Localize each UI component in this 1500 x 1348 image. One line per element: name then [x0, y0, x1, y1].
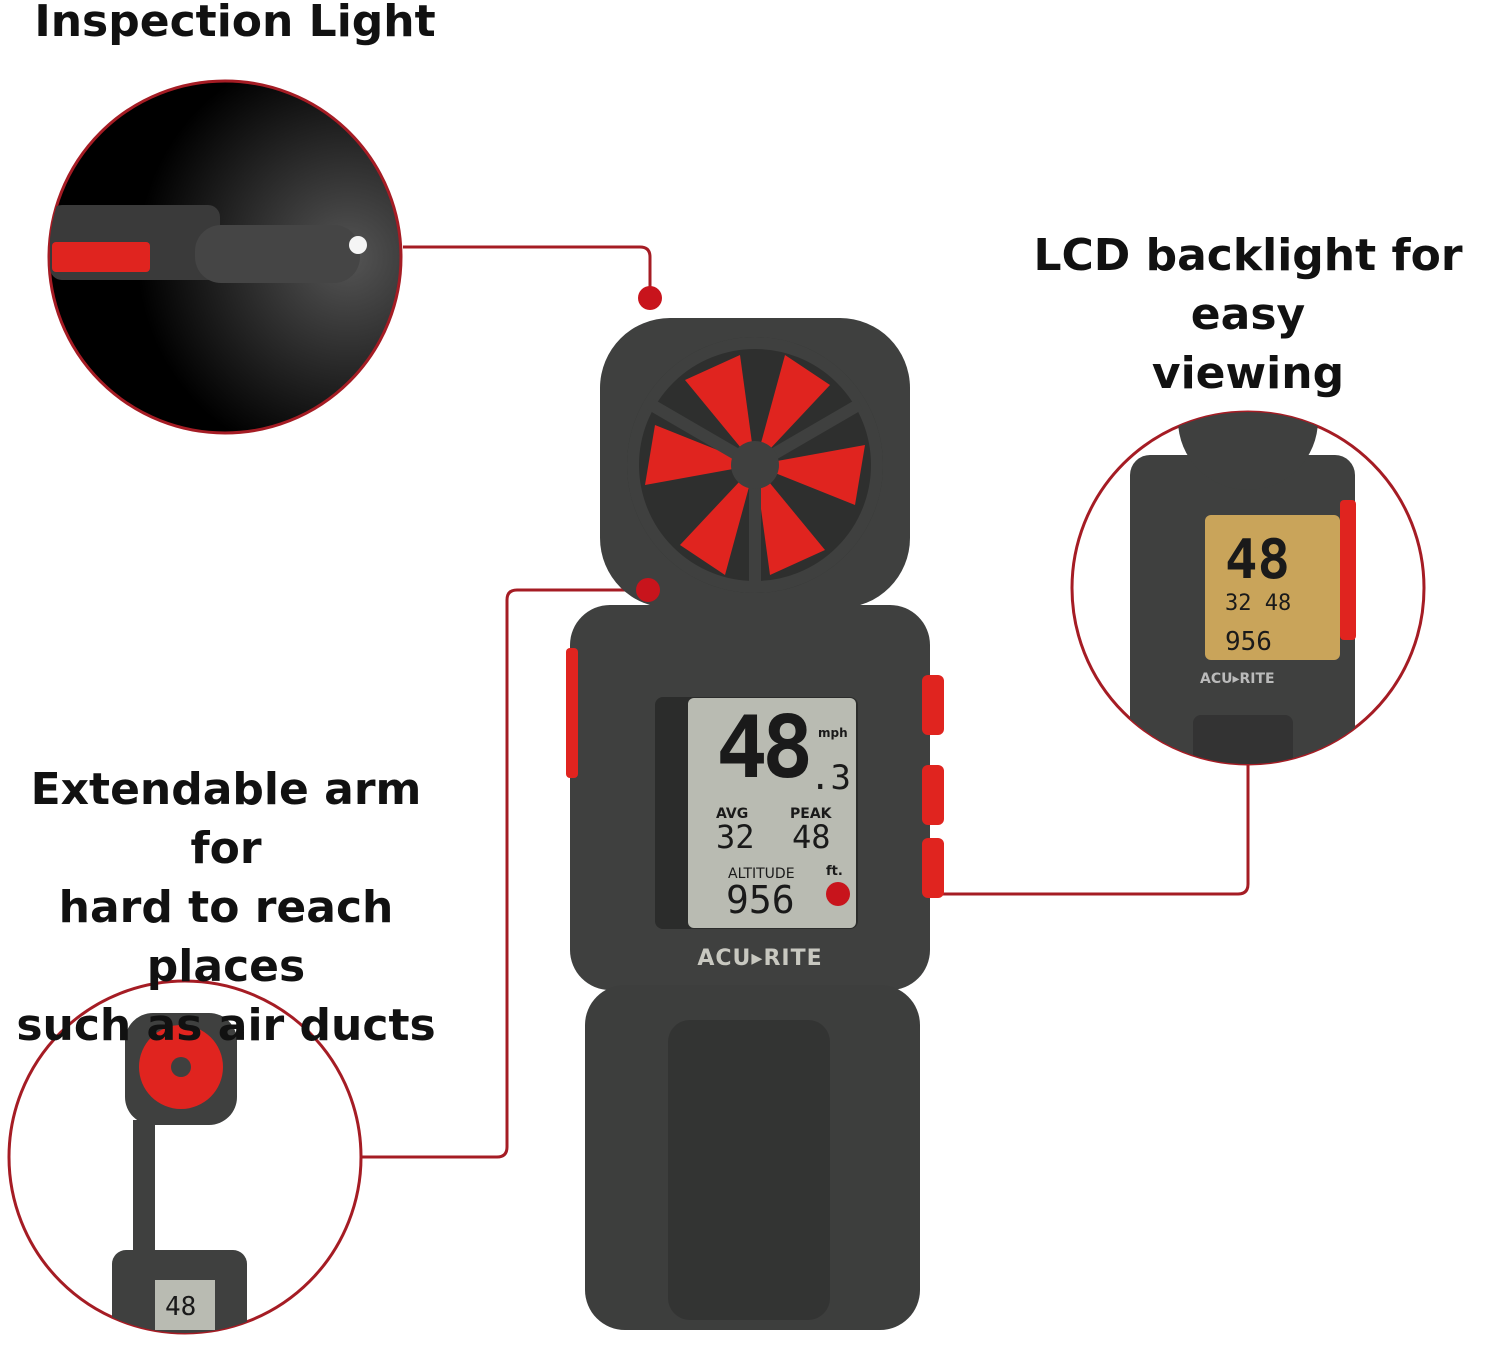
svg-text:32 48: 32 48 [1225, 591, 1291, 616]
callout-dot-lcd [826, 882, 850, 906]
caption-inspection-light: Inspection Light [34, 0, 436, 47]
svg-text:48: 48 [1225, 528, 1290, 591]
svg-text:48: 48 [165, 1292, 196, 1322]
lcd-speed-unit: mph [818, 726, 848, 740]
caption-line: LCD backlight for easy [1033, 230, 1463, 340]
svg-text:956: 956 [1225, 627, 1272, 657]
lcd-peak-label: PEAK [790, 806, 832, 822]
callout-dot-arm [636, 578, 660, 602]
lcd-altitude-value: 956 [726, 878, 795, 922]
svg-text:ACU▸RITE: ACU▸RITE [1200, 671, 1275, 687]
backlight-closeup: 48 32 48 956 ACU▸RITE [1070, 410, 1426, 766]
lcd-speed: 48 [716, 698, 814, 798]
lcd-avg-label: AVG [716, 806, 749, 822]
caption-line: such as air ducts [16, 1000, 436, 1051]
brand-logo: ACU▸RITE [697, 946, 823, 971]
lcd-peak-value: 48 [792, 818, 831, 856]
lcd-avg-value: 32 [716, 818, 755, 856]
extendable-arm-closeup: 48 [7, 979, 363, 1335]
inspection-light-closeup [47, 79, 403, 435]
callout-dot-light [638, 286, 662, 310]
caption-line: Extendable arm for [30, 764, 422, 874]
caption-extendable-arm: Extendable arm for hard to reach places … [0, 760, 462, 1055]
lcd-display: 48 .3 mph AVG 32 PEAK 48 ALTITUDE ft. 95… [688, 698, 856, 928]
lcd-altitude-unit: ft. [826, 864, 843, 879]
lcd-speed-decimal: .3 [810, 758, 851, 798]
caption-line: hard to reach places [58, 882, 394, 992]
fan-blades [645, 355, 865, 575]
callout-lines [360, 245, 1250, 1159]
caption-line: viewing [1151, 348, 1345, 399]
lcd-altitude-label: ALTITUDE [728, 866, 795, 882]
caption-lcd-backlight: LCD backlight for easy viewing [990, 226, 1500, 403]
